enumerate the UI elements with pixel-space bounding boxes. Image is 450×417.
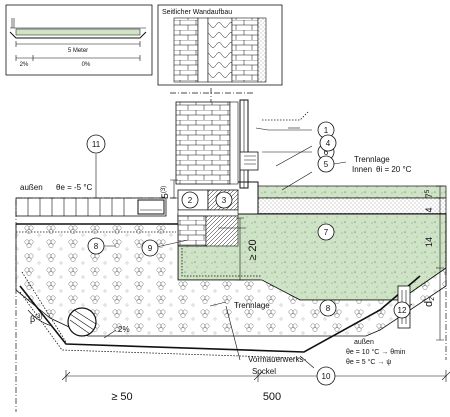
dim-right-14: 14 xyxy=(424,237,434,247)
callout-8-left: 8 xyxy=(87,237,105,255)
inset-section: 5 Meter 2% 0% xyxy=(5,4,153,76)
svg-text:7: 7 xyxy=(324,228,329,237)
drain-pipe xyxy=(67,307,97,337)
wall-layer-inset: Seitlicher Wandaufbau xyxy=(157,4,283,86)
inset-slope-left: 2% xyxy=(20,62,29,68)
svg-text:6: 6 xyxy=(324,148,329,157)
callout-4b: 4 xyxy=(319,134,337,152)
svg-text:8: 8 xyxy=(94,242,99,251)
beta-label: β(3) xyxy=(30,314,43,324)
separation-layer-bottom: Trennlage xyxy=(234,301,270,310)
callout-5: 5 xyxy=(317,155,335,173)
plinth-label-1: Vormauerwerks- xyxy=(248,355,307,364)
bottom-right-label: außen xyxy=(354,339,374,346)
bottom-right-line2: θe = 5 °C → ψ xyxy=(346,358,391,366)
slope-bottom: 2% xyxy=(118,325,130,334)
dim-5: 5(3) xyxy=(160,186,170,198)
dim-bottom-500: 500 xyxy=(263,391,281,403)
bottom-right-line1: θe = 10 °C → θmin xyxy=(346,348,406,356)
callout-7: 7 xyxy=(317,223,335,241)
svg-text:8: 8 xyxy=(326,304,331,313)
svg-text:1: 1 xyxy=(324,126,329,135)
callout-3: 3 xyxy=(215,191,233,209)
inside-temp: θi = 20 °C xyxy=(376,165,412,174)
outside-temp: θe = -5 °C xyxy=(56,183,93,192)
callout-8-right: 8 xyxy=(319,299,337,317)
svg-text:12: 12 xyxy=(398,306,407,315)
dim-20: ≥ 20 xyxy=(247,239,259,260)
brick-facade xyxy=(175,101,231,185)
svg-text:9: 9 xyxy=(148,244,153,253)
plinth-label-2: Sockel xyxy=(252,367,276,376)
callout-9: 9 xyxy=(141,239,159,257)
inside-label: Innen xyxy=(352,165,372,174)
callout-1: 1 xyxy=(317,121,335,139)
svg-text:10: 10 xyxy=(322,372,331,381)
svg-text:4: 4 xyxy=(326,139,331,148)
svg-text:2: 2 xyxy=(188,196,193,205)
dim-right-4: 4 xyxy=(424,207,434,212)
svg-text:3: 3 xyxy=(222,196,227,205)
svg-text:5: 5 xyxy=(324,160,329,169)
callout-2: 2 xyxy=(181,191,199,209)
callout-11: 11 xyxy=(86,134,106,154)
svg-text:11: 11 xyxy=(92,140,101,149)
dim-right-75: 75 xyxy=(424,189,434,198)
separation-layer-top: Trennlage xyxy=(354,155,390,164)
dim-bottom-50: ≥ 50 xyxy=(111,391,132,403)
outside-label: außen xyxy=(20,183,43,192)
callout-12: 12 xyxy=(393,301,411,319)
inset-span-label: 5 Meter xyxy=(68,48,88,54)
inset-slope-right: 0% xyxy=(82,62,91,68)
floor-insulation xyxy=(257,197,447,215)
dim-right-d2: d2 xyxy=(423,297,436,307)
callout-10: 10 xyxy=(316,366,336,386)
wall-inset-title: Seitlicher Wandaufbau xyxy=(162,9,232,16)
